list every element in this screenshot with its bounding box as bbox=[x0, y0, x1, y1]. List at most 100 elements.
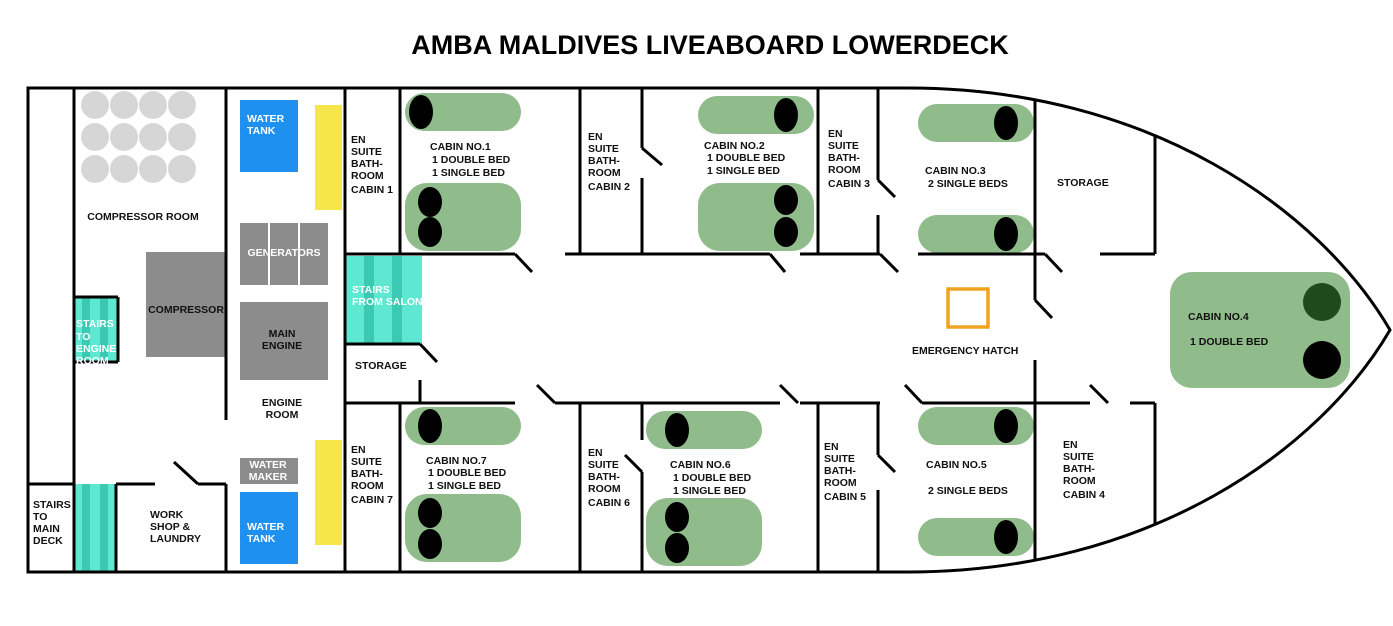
svg-text:EMERGENCY HATCH: EMERGENCY HATCH bbox=[912, 345, 1018, 357]
svg-text:BATH-: BATH- bbox=[1063, 463, 1095, 475]
label-cabin2: CABIN NO.2 1 DOUBLE BED 1 SINGLE BED bbox=[704, 140, 786, 177]
label-compressor-room: COMPRESSOR ROOM bbox=[87, 211, 199, 223]
label-cabin7: CABIN NO.7 1 DOUBLE BED 1 SINGLE BED bbox=[426, 455, 507, 492]
label-ensuite-cabin7: EN SUITE BATH- ROOM CABIN 7 bbox=[351, 444, 393, 506]
svg-text:SUITE: SUITE bbox=[1063, 451, 1094, 463]
svg-text:WATER: WATER bbox=[249, 459, 287, 471]
label-cabin5: CABIN NO.5 2 SINGLE BEDS bbox=[926, 459, 1008, 497]
dive-cylinders bbox=[81, 91, 196, 183]
svg-text:CABIN NO.5: CABIN NO.5 bbox=[926, 459, 987, 471]
svg-text:ROOM: ROOM bbox=[266, 409, 299, 421]
label-cabin6: CABIN NO.6 1 DOUBLE BED 1 SINGLE BED bbox=[670, 459, 752, 497]
cabin6-single-bed bbox=[646, 411, 762, 449]
svg-text:BATH-: BATH- bbox=[588, 471, 620, 483]
svg-text:BATH-: BATH- bbox=[824, 465, 856, 477]
label-ensuite-cabin3: EN SUITE BATH- ROOM CABIN 3 bbox=[828, 128, 870, 190]
svg-text:2 SINGLE BEDS: 2 SINGLE BEDS bbox=[928, 485, 1008, 497]
svg-text:MAIN: MAIN bbox=[269, 328, 296, 340]
svg-text:MAIN: MAIN bbox=[33, 523, 60, 535]
interior-walls bbox=[28, 88, 1157, 572]
svg-text:MAKER: MAKER bbox=[249, 471, 288, 483]
svg-text:TANK: TANK bbox=[247, 533, 276, 545]
svg-text:ROOM: ROOM bbox=[351, 170, 384, 182]
svg-text:ROOM: ROOM bbox=[76, 355, 109, 367]
svg-text:CABIN 4: CABIN 4 bbox=[1063, 489, 1105, 501]
svg-text:BATH-: BATH- bbox=[351, 468, 383, 480]
svg-text:CABIN NO.1: CABIN NO.1 bbox=[430, 141, 491, 153]
svg-text:WATER: WATER bbox=[247, 113, 285, 125]
svg-text:BATH-: BATH- bbox=[351, 158, 383, 170]
svg-text:CABIN NO.3: CABIN NO.3 bbox=[925, 165, 986, 177]
water-maker-unit bbox=[240, 458, 298, 484]
label-emergency-hatch: EMERGENCY HATCH bbox=[912, 345, 1018, 357]
water-tank-bottom bbox=[240, 492, 298, 564]
svg-text:TO: TO bbox=[33, 511, 47, 523]
svg-text:CABIN 5: CABIN 5 bbox=[824, 491, 866, 503]
label-ensuite-cabin5: EN SUITE BATH- ROOM CABIN 5 bbox=[824, 441, 866, 503]
label-water-maker: WATER MAKER bbox=[249, 459, 288, 483]
svg-text:ROOM: ROOM bbox=[588, 483, 621, 495]
label-cabin1: CABIN NO.1 1 DOUBLE BED 1 SINGLE BED bbox=[430, 141, 511, 179]
svg-text:CABIN 7: CABIN 7 bbox=[351, 494, 393, 506]
svg-text:ROOM: ROOM bbox=[828, 164, 861, 176]
svg-text:SUITE: SUITE bbox=[828, 140, 859, 152]
label-ensuite-cabin2: EN SUITE BATH- ROOM CABIN 2 bbox=[588, 131, 630, 193]
svg-text:CABIN 3: CABIN 3 bbox=[828, 178, 870, 190]
generator-3 bbox=[300, 223, 328, 285]
yellow-panel-bottom bbox=[315, 440, 342, 545]
label-generators: GENERATORS bbox=[247, 247, 320, 259]
svg-text:SUITE: SUITE bbox=[588, 459, 619, 471]
svg-text:SUITE: SUITE bbox=[824, 453, 855, 465]
label-stairs-engine-room: STAIRS TO ENGINE ROOM bbox=[76, 318, 116, 367]
stairs-main-deck bbox=[74, 484, 116, 572]
svg-text:SUITE: SUITE bbox=[351, 456, 382, 468]
label-compressor: COMPRESSOR bbox=[148, 304, 224, 316]
svg-text:1 SINGLE BED: 1 SINGLE BED bbox=[428, 480, 501, 492]
svg-text:STORAGE: STORAGE bbox=[355, 360, 407, 372]
svg-text:ROOM: ROOM bbox=[824, 477, 857, 489]
svg-text:COMPRESSOR ROOM: COMPRESSOR ROOM bbox=[87, 211, 199, 223]
svg-text:STAIRS: STAIRS bbox=[352, 284, 390, 296]
svg-text:COMPRESSOR: COMPRESSOR bbox=[148, 304, 224, 316]
svg-text:EN: EN bbox=[1063, 439, 1078, 451]
pillows bbox=[409, 95, 1018, 563]
label-water-tank-bottom: WATER TANK bbox=[247, 521, 285, 545]
svg-text:STAIRS: STAIRS bbox=[33, 499, 71, 511]
svg-text:EN: EN bbox=[351, 444, 366, 456]
svg-text:CABIN NO.7: CABIN NO.7 bbox=[426, 455, 487, 467]
stairs-from-salon bbox=[346, 256, 422, 344]
svg-text:ENGINE: ENGINE bbox=[76, 343, 116, 355]
generator-1 bbox=[240, 223, 268, 285]
cabin4-pillow-bottom bbox=[1303, 341, 1341, 379]
stairs-engine-room bbox=[74, 297, 118, 362]
label-ensuite-cabin6: EN SUITE BATH- ROOM CABIN 6 bbox=[588, 447, 630, 509]
svg-text:ROOM: ROOM bbox=[1063, 475, 1096, 487]
water-tank-top bbox=[240, 100, 298, 172]
svg-text:CABIN 6: CABIN 6 bbox=[588, 497, 630, 509]
svg-text:TO: TO bbox=[76, 331, 90, 343]
label-cabin4: CABIN NO.4 1 DOUBLE BED bbox=[1188, 311, 1269, 348]
generator-2 bbox=[270, 223, 298, 285]
svg-text:EN: EN bbox=[588, 447, 603, 459]
svg-text:1 SINGLE BED: 1 SINGLE BED bbox=[673, 485, 746, 497]
cabin1-single-bed bbox=[405, 93, 521, 131]
svg-text:EN: EN bbox=[351, 134, 366, 146]
svg-text:CABIN NO.2: CABIN NO.2 bbox=[704, 140, 765, 152]
label-ensuite-cabin1: EN SUITE BATH- ROOM CABIN 1 bbox=[351, 134, 393, 196]
svg-text:2 SINGLE BEDS: 2 SINGLE BEDS bbox=[928, 178, 1008, 190]
label-engine-room: ENGINE ROOM bbox=[262, 397, 302, 421]
label-storage-bow: STORAGE bbox=[1057, 177, 1109, 189]
svg-text:SHOP &: SHOP & bbox=[150, 521, 190, 533]
svg-text:CABIN 2: CABIN 2 bbox=[588, 181, 630, 193]
svg-text:1 DOUBLE BED: 1 DOUBLE BED bbox=[432, 154, 511, 166]
svg-text:CABIN NO.4: CABIN NO.4 bbox=[1188, 311, 1249, 323]
svg-text:EN: EN bbox=[828, 128, 843, 140]
svg-text:CABIN 1: CABIN 1 bbox=[351, 184, 393, 196]
svg-text:1 SINGLE BED: 1 SINGLE BED bbox=[707, 165, 780, 177]
svg-text:ENGINE: ENGINE bbox=[262, 340, 302, 352]
cabin4-pillow-top bbox=[1303, 283, 1341, 321]
svg-text:WORK: WORK bbox=[150, 509, 184, 521]
svg-text:1 SINGLE BED: 1 SINGLE BED bbox=[432, 167, 505, 179]
svg-text:FROM SALON: FROM SALON bbox=[352, 296, 423, 308]
